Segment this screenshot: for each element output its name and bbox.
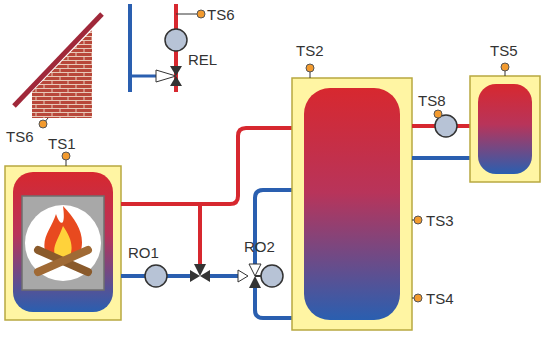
- sensor-label: TS5: [490, 42, 518, 59]
- sensor-label: RO2: [244, 238, 275, 255]
- sensor-label: TS8: [418, 92, 446, 109]
- sensor-label: TS3: [426, 212, 454, 229]
- roof: [14, 14, 102, 128]
- sensor-label: TS4: [426, 290, 454, 307]
- sensor-label: REL: [188, 51, 217, 68]
- sensor-label: RO1: [128, 244, 159, 261]
- pipes: [121, 128, 292, 318]
- top-circuit: [130, 4, 205, 92]
- sensor-label: TS1: [48, 135, 76, 152]
- sensor-label: TS6: [207, 6, 235, 23]
- small-tank: [412, 63, 540, 182]
- boiler: [5, 152, 121, 320]
- sensor-label: TS6: [6, 128, 34, 145]
- pumps-valves: [145, 264, 283, 288]
- sensor-label: TS2: [296, 42, 324, 59]
- storage-tank: [292, 64, 422, 330]
